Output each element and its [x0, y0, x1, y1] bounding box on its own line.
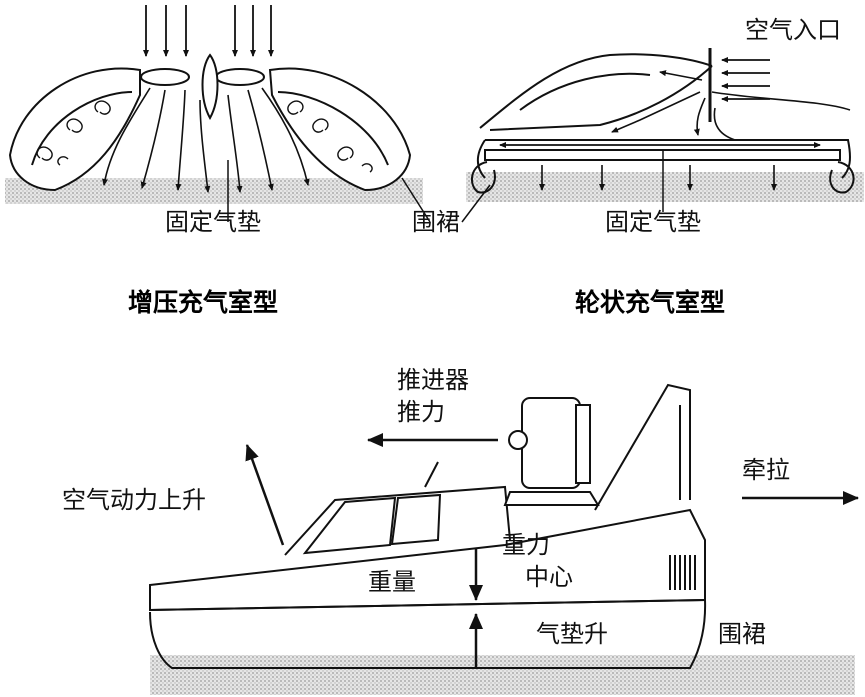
cabin [284, 485, 511, 556]
label-thrust-2: 推力 [397, 398, 445, 426]
internal-flow-arrows [611, 70, 851, 141]
lift-arrow [245, 444, 285, 546]
label-cg-2: 中心 [525, 563, 573, 591]
fan-hub [201, 53, 219, 121]
title-plenum-type: 增压充气室型 [128, 288, 279, 317]
skirt-pointer-b [461, 184, 491, 223]
ground-surface-bottom [150, 655, 855, 695]
skirt-bag-left [8, 67, 141, 192]
intake-arrows-right [721, 57, 770, 102]
propulsor [521, 397, 581, 489]
cushion-arrows-right [539, 165, 777, 191]
label-skirt-bottom: 围裙 [718, 620, 766, 648]
label-cushion-lift: 气垫升 [536, 620, 608, 648]
label-air-inlet: 空气入口 [745, 16, 841, 44]
label-weight: 重量 [368, 568, 416, 596]
skirt-pointer-a [401, 177, 431, 223]
cushion-flow-arrows-left [102, 87, 310, 193]
vent-grille [669, 555, 696, 590]
ground-surface-right [466, 172, 864, 202]
fan-right [215, 68, 265, 86]
peripheral-jet-figure [461, 48, 864, 223]
intake-arrows-left [143, 5, 274, 57]
skirt-right [829, 161, 855, 194]
hovercraft-figure [149, 383, 859, 695]
label-aero-lift: 空气动力上升 [62, 486, 206, 514]
label-tow: 牵拉 [742, 456, 790, 484]
tail-fin [594, 383, 691, 511]
plenum-type-figure [5, 5, 431, 223]
skirt-bag-right [268, 67, 412, 192]
annular-duct [484, 149, 841, 161]
vortex-marks [36, 100, 373, 173]
skirt [149, 599, 707, 669]
hull-outline [479, 53, 713, 129]
title-peripheral-type: 轮状充气室型 [575, 288, 726, 317]
skirt-left [470, 161, 496, 194]
label-skirt-top: 围裙 [412, 208, 460, 236]
label-fixed-cushion-left: 固定气垫 [165, 208, 261, 236]
label-thrust-1: 推进器 [397, 366, 469, 394]
label-fixed-cushion-right: 固定气垫 [605, 208, 701, 236]
label-cg-1: 重力 [502, 531, 550, 559]
fan-left [140, 68, 190, 86]
